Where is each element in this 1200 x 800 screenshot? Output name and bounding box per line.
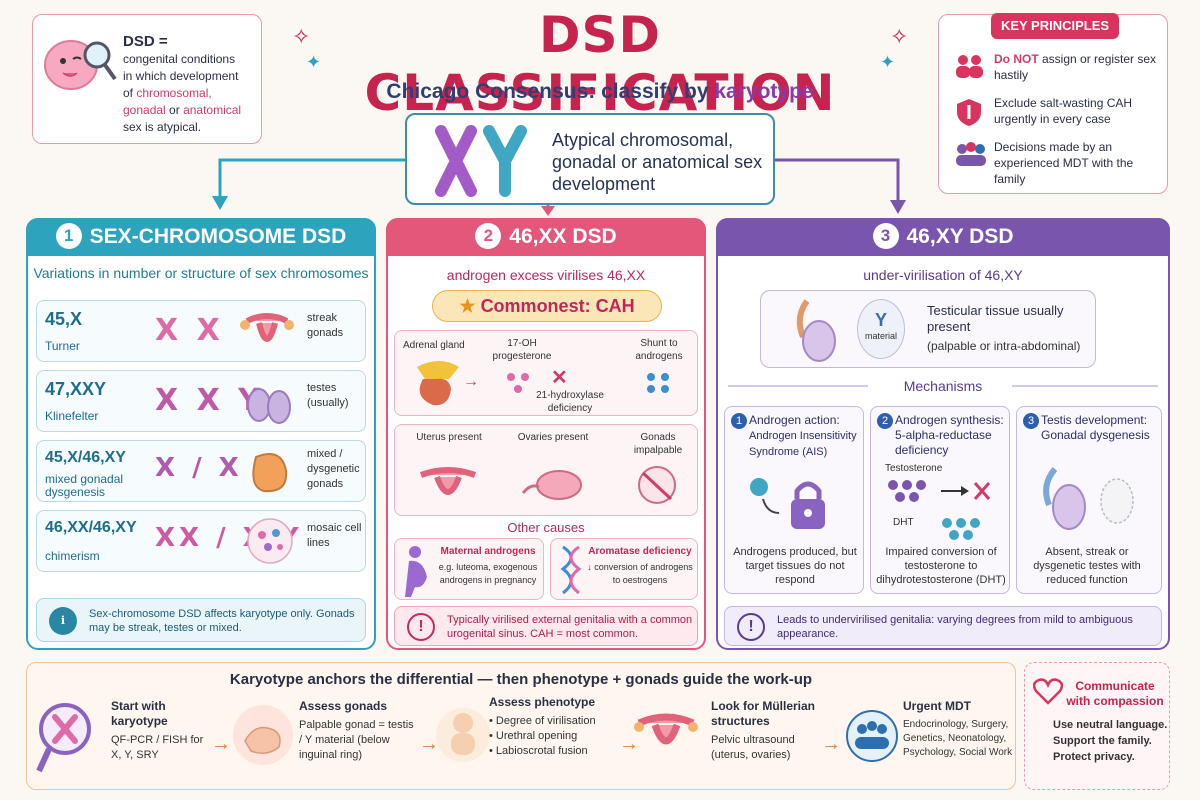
step-karyotype: Start with karyotype QF-PCR / FISH for X… (111, 699, 204, 761)
warning-icon: ! (737, 613, 765, 641)
blocked-cross-icon: ✕ (551, 367, 568, 389)
mullerian-uterus-icon (634, 713, 698, 745)
pregnant-woman-icon (405, 546, 427, 597)
palpation-hands-icon (233, 705, 293, 765)
shield-icon (957, 99, 981, 126)
mechanisms-title: Mechanisms (903, 378, 983, 394)
chromosomes-icon (435, 125, 527, 197)
lock-icon (750, 478, 825, 529)
gonads-label: testes (usually) (307, 382, 349, 409)
testis-icon (796, 299, 836, 362)
step-assess-phenotype: Assess phenotype • Degree of virilisatio… (489, 695, 596, 757)
column-subtitle: under-virilisation of 46,XY (863, 267, 1023, 283)
step-urgent-mdt: Urgent MDT Endocrinology, Surgery, Genet… (903, 699, 1013, 758)
arrow-icon: → (619, 733, 639, 755)
col1-info-note: i Sex-chromosome DSD affects karyotype o… (36, 598, 366, 642)
dna-icon (560, 545, 582, 595)
definition-card: DSD = congenital conditions in which dev… (32, 14, 262, 144)
star-icon: ★ (459, 296, 481, 316)
gonads-label: mosaic cell lines (307, 522, 362, 549)
y-material-egg: Y material (857, 299, 905, 359)
uterus-icon (240, 313, 294, 342)
mosaic-cells-icon (247, 518, 293, 564)
dysgenetic-testes-icon (1043, 467, 1134, 530)
workup-pathway: Karyotype anchors the differential — the… (26, 662, 1016, 790)
sparkle-icon: ✦ (306, 52, 322, 72)
other-cause-aromatase: Aromatase deficiency ↓ conversion of and… (550, 538, 698, 600)
team-icon (956, 142, 986, 166)
people-icon (956, 55, 983, 78)
other-cause-maternal: Maternal androgens e.g. luteoma, exogeno… (394, 538, 544, 600)
sparkle-icon: ✧ (890, 24, 909, 49)
workup-title: Karyotype anchors the differential — the… (229, 671, 813, 688)
impalpable-gonad-icon (638, 466, 676, 504)
info-icon: i (49, 607, 77, 635)
karyotype-row: 45,X Turner X X streak gonads (36, 300, 366, 362)
commonest-cah-badge: ★ Commonest: CAH (432, 290, 662, 322)
warning-icon: ! (407, 613, 435, 641)
other-causes-title: Other causes (507, 520, 585, 535)
adrenal-kidney-icon (417, 361, 459, 406)
cah-pathway-box: Adrenal gland → 17-OH progesterone ✕ 21-… (394, 330, 698, 416)
step-mullerian-structures: Look for Müllerian structures Pelvic ult… (711, 699, 816, 761)
connector-arrows (212, 158, 906, 216)
mascot-magnifier-icon (44, 40, 117, 90)
page-subtitle: Chicago Consensus: classify by karyotype (386, 80, 814, 103)
arrow-icon: → (463, 373, 479, 390)
key-principles-title: KEY PRINCIPLES (991, 13, 1119, 39)
karyotype-row: 46,XX/46,XY chimerism XX / X Y mosaic ce… (36, 510, 366, 572)
definition-text: DSD = congenital conditions in which dev… (123, 33, 242, 134)
col2-warning: ! Typically virilised external genitalia… (394, 606, 698, 646)
conversion-blocked-icon (888, 480, 991, 540)
sparkle-icon: ✦ (880, 52, 896, 72)
arrow-icon: → (211, 733, 231, 755)
page-title: DSD CLASSIFICATION (364, 6, 836, 122)
root-node-text: Atypical chromosomal, gonadal or anatomi… (552, 130, 763, 194)
anatomy-box: Uterus present Ovaries present Gonads im… (394, 424, 698, 516)
col3-warning: ! Leads to undervirilised genitalia: var… (724, 606, 1162, 646)
key-principle-item: Decisions made by an experienced MDT wit… (956, 139, 1164, 187)
key-principle-item: Do NOT assign or register sex hastily (956, 51, 1164, 83)
communicate-card: Communicate with compassion Use neutral … (1024, 662, 1170, 790)
arrow-icon: → (419, 733, 439, 755)
heart-icon (1033, 678, 1063, 705)
mixed-gonad-icon (252, 453, 288, 493)
key-principles-card: KEY PRINCIPLES Do NOT assign or register… (938, 13, 1168, 194)
column-subtitle: androgen excess virilises 46,XX (446, 267, 646, 283)
step-assess-gonads: Assess gonads Palpable gonad = testis / … (299, 699, 414, 761)
ovary-icon (521, 470, 582, 500)
testicular-tissue-box: Y material Testicular tissue usually pre… (760, 290, 1096, 368)
key-principle-item: Exclude salt-wasting CAH urgently in eve… (957, 95, 1164, 127)
karyotype-row: 45,X/46,XY mixed gonadal dysgenesis X / … (36, 440, 366, 502)
testes-icon (247, 388, 291, 424)
root-node: Atypical chromosomal, gonadal or anatomi… (405, 113, 775, 205)
arrow-icon: → (821, 733, 841, 755)
mechanisms-divider (728, 385, 1158, 387)
column-subtitle: Variations in number or structure of sex… (33, 265, 369, 281)
mdt-team-icon (846, 710, 898, 762)
gonads-label: mixed / dysgenetic gonads (307, 448, 360, 490)
sparkle-icon: ✧ (292, 24, 311, 49)
molecules-icon (507, 373, 529, 393)
uterus-icon (419, 467, 477, 495)
karyotype-magnifier-icon (36, 703, 91, 773)
androgen-molecules-icon (647, 373, 669, 393)
baby-icon (436, 708, 490, 762)
gonads-label: streak gonads (307, 312, 344, 339)
karyotype-row: 47,XXY Klinefelter X X Y testes (usually… (36, 370, 366, 432)
